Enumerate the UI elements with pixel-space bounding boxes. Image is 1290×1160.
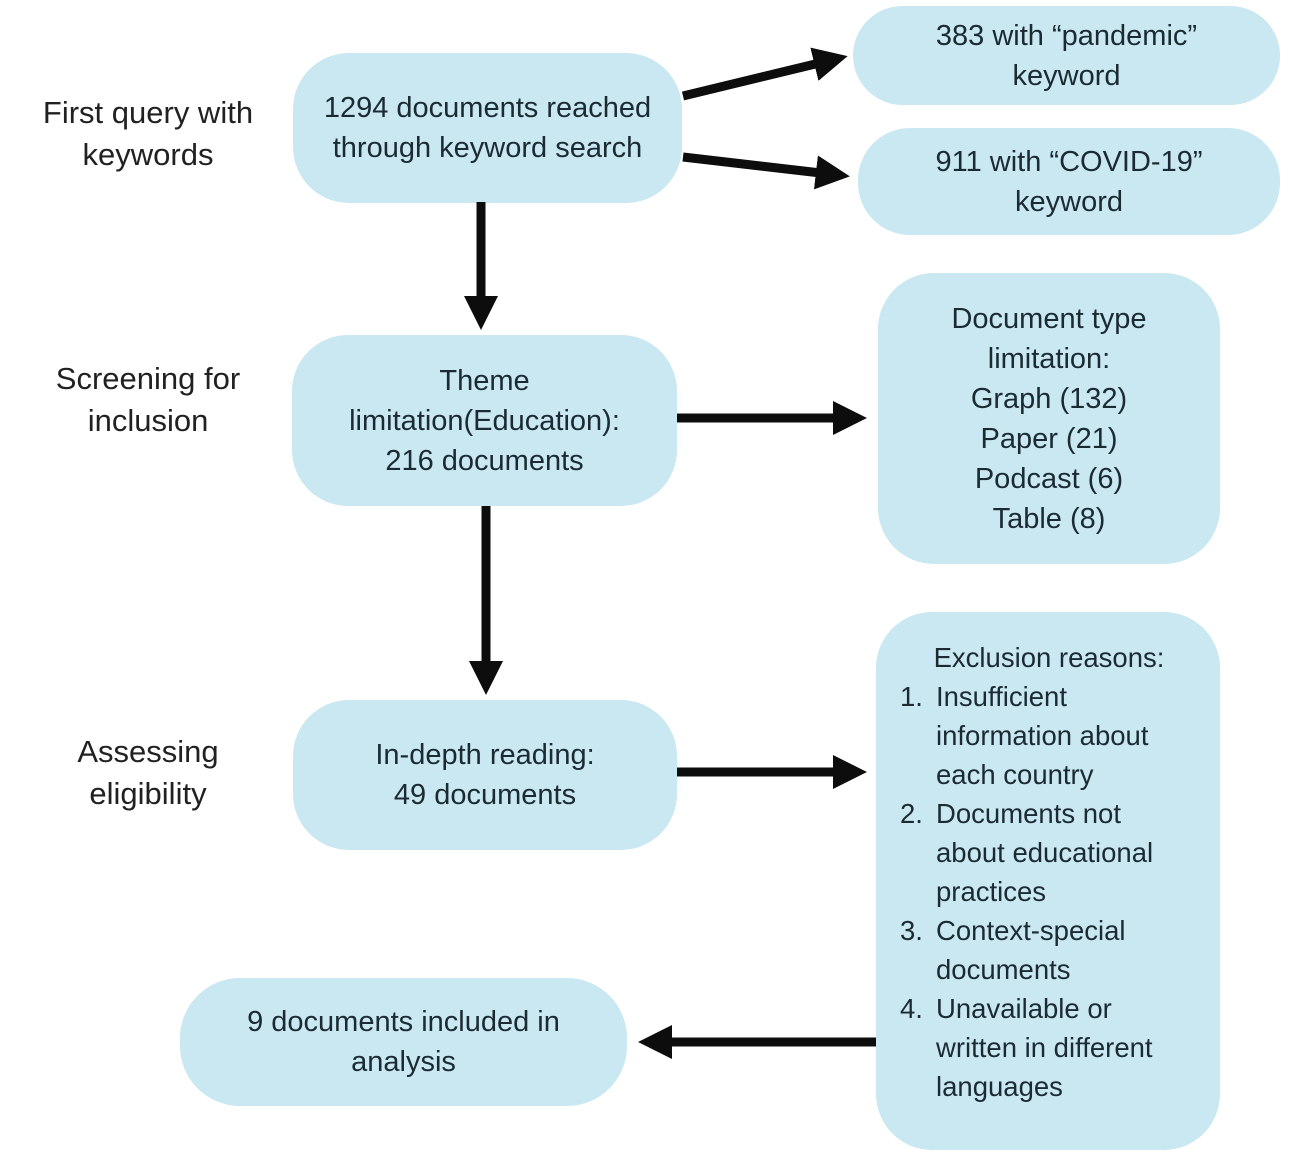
node-document-type-limitation: Document type limitation: Graph (132) Pa… <box>878 273 1220 564</box>
node-text-line: analysis <box>351 1046 456 1078</box>
node-text-line: Paper (21) <box>980 422 1118 455</box>
exclusion-item-number: 4. <box>900 993 923 1024</box>
node-exclusion-reasons: Exclusion reasons: 1. Insufficient infor… <box>876 612 1220 1150</box>
exclusion-item-text: Context-special documents <box>936 915 1126 985</box>
node-text-line: 383 with “pandemic” <box>935 19 1198 52</box>
node-in-depth-reading: In-depth reading: 49 documents <box>293 700 677 850</box>
stage-label-assessing: Assessing eligibility <box>8 731 288 815</box>
node-text-line: keyword <box>1015 185 1123 218</box>
node-text-line: Document type <box>951 302 1147 335</box>
stage-label-line: First query with <box>42 95 254 130</box>
exclusion-item-2: 2. Documents not about educational pract… <box>900 794 1198 911</box>
node-text-line: Podcast (6) <box>974 462 1124 495</box>
node-text-line: In-depth reading: <box>375 739 595 771</box>
node-text-line: 216 documents <box>385 444 584 477</box>
node-text-line: Theme <box>439 364 530 397</box>
arrow-keyword-to-covid <box>682 152 850 190</box>
stage-label-line: Screening for <box>55 361 241 396</box>
exclusion-item-number: 2. <box>900 798 923 829</box>
node-theme-limitation: Theme limitation(Education): 216 documen… <box>292 335 677 506</box>
exclusion-item-text: Insufficient information about each coun… <box>936 681 1149 790</box>
node-text-line: limitation(Education): <box>349 404 620 437</box>
node-text-line: limitation: <box>987 342 1111 375</box>
stage-label-first-query: First query with keywords <box>8 92 288 176</box>
node-text-line: through keyword search <box>332 132 643 164</box>
stage-label-line: inclusion <box>87 403 209 438</box>
node-pandemic-keyword: 383 with “pandemic” keyword <box>853 6 1280 105</box>
arrow-keyword-to-pandemic <box>681 47 848 101</box>
exclusion-item-1: 1. Insufficient information about each c… <box>900 677 1198 794</box>
node-keyword-search: 1294 documents reached through keyword s… <box>293 53 682 203</box>
node-covid-keyword: 911 with “COVID-19” keyword <box>858 128 1280 235</box>
stage-label-line: keywords <box>82 137 214 172</box>
node-included-in-analysis: 9 documents included in analysis <box>180 978 627 1106</box>
exclusion-item-number: 1. <box>900 681 923 712</box>
exclusion-title: Exclusion reasons: <box>933 642 1165 673</box>
node-text-line: Table (8) <box>992 502 1106 535</box>
exclusion-item-text: Unavailable or written in different lang… <box>936 993 1153 1102</box>
node-text-line: 911 with “COVID-19” <box>935 145 1203 178</box>
node-text-line: 49 documents <box>393 779 577 811</box>
node-text-line: 9 documents included in <box>247 1006 560 1038</box>
stage-label-screening: Screening for inclusion <box>8 358 288 442</box>
stage-label-line: eligibility <box>89 776 207 811</box>
node-text-line: 1294 documents reached <box>323 92 652 124</box>
stage-label-line: Assessing <box>77 734 219 769</box>
exclusion-item-4: 4. Unavailable or written in different l… <box>900 989 1198 1106</box>
exclusion-item-3: 3. Context-special documents <box>900 911 1198 989</box>
node-text-line: Graph (132) <box>970 382 1128 415</box>
exclusion-item-text: Documents not about educational practice… <box>936 798 1154 907</box>
node-text-line: keyword <box>1012 59 1121 92</box>
exclusion-item-number: 3. <box>900 915 923 946</box>
